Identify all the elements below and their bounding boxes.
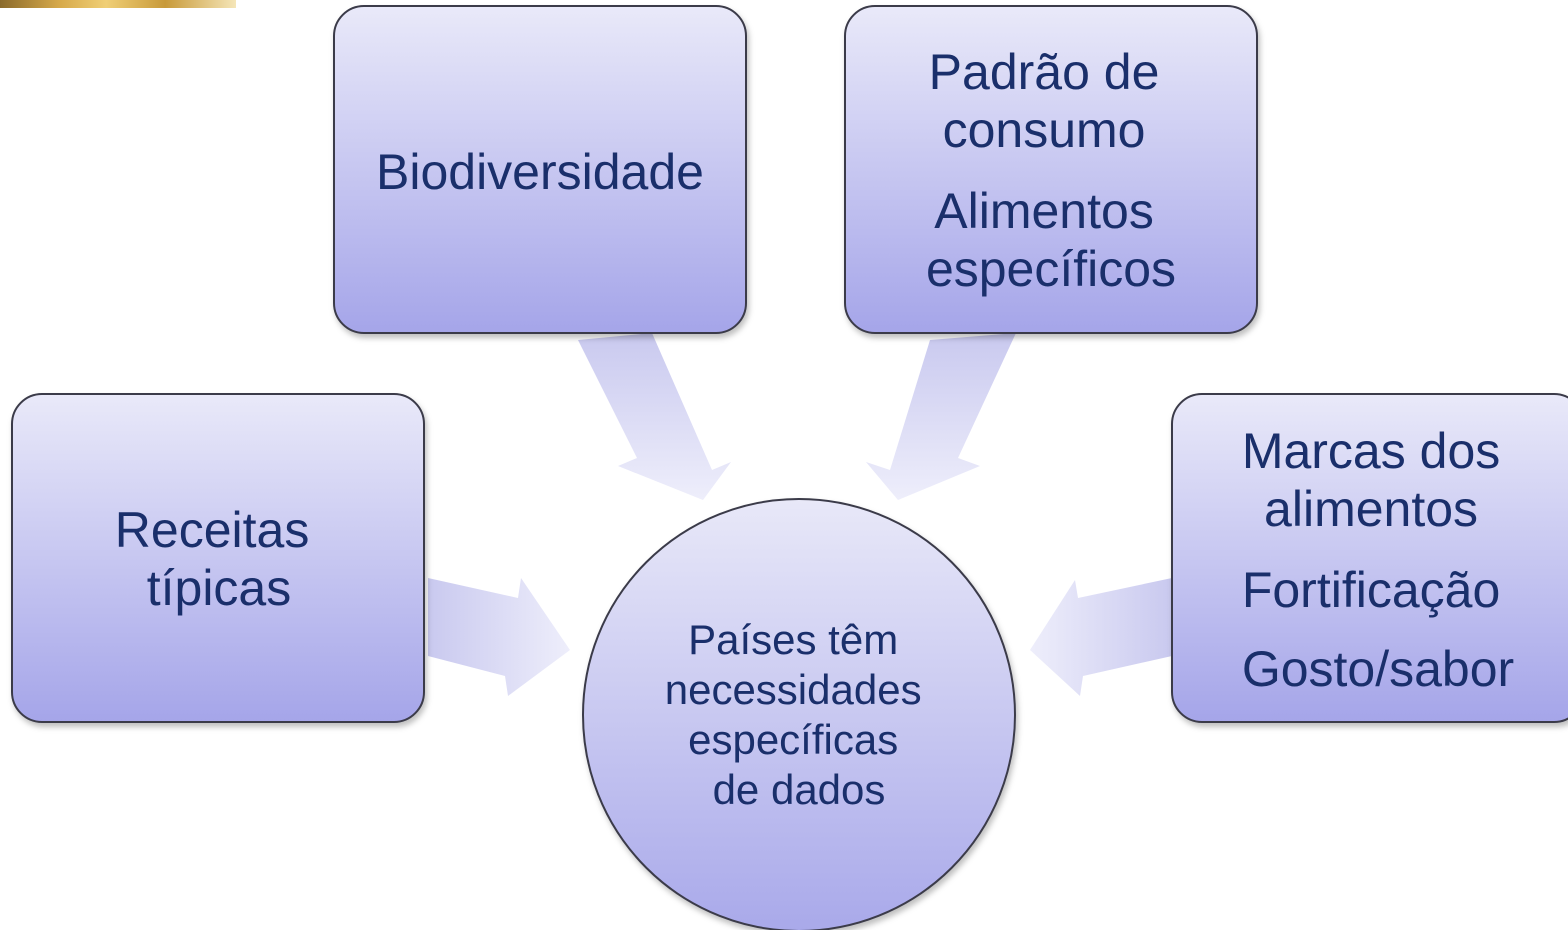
corner-photo bbox=[0, 0, 236, 8]
marcas-line-4: Gosto/sabor bbox=[1242, 641, 1514, 697]
receitas-line-2: típicas bbox=[147, 560, 292, 616]
arrow-biodiversidade-to-center bbox=[578, 333, 731, 500]
box-padrao-consumo bbox=[844, 5, 1258, 334]
biodiversidade-label: Biodiversidade bbox=[376, 144, 704, 200]
receitas-line-1: Receitas bbox=[115, 502, 310, 558]
arrow-padrao-to-center bbox=[866, 333, 1016, 500]
padrao-line-2: consumo bbox=[943, 102, 1146, 158]
box-marcas bbox=[1171, 393, 1568, 723]
marcas-line-2: alimentos bbox=[1264, 481, 1478, 537]
center-line-1: Países têm bbox=[688, 616, 898, 663]
center-line-2: necessidades bbox=[665, 666, 922, 713]
center-line-4: de dados bbox=[713, 766, 886, 813]
marcas-line-1: Marcas dos bbox=[1242, 423, 1500, 479]
box-receitas bbox=[11, 393, 425, 723]
box-biodiversidade bbox=[333, 5, 747, 334]
center-line-3: específicas bbox=[688, 716, 898, 763]
arrow-marcas-to-center bbox=[1030, 578, 1172, 696]
marcas-line-3: Fortificação bbox=[1242, 562, 1500, 618]
padrao-line-4: específicos bbox=[926, 241, 1176, 297]
center-label: Países têm necessidades específicas de d… bbox=[665, 616, 934, 813]
center-circle bbox=[582, 498, 1016, 930]
marcas-label: Marcas dos alimentos Fortificação Gosto/… bbox=[1242, 423, 1514, 697]
arrow-receitas-to-center bbox=[428, 578, 570, 696]
padrao-line-1: Padrão de bbox=[929, 44, 1160, 100]
padrao-line-3: Alimentos bbox=[934, 183, 1154, 239]
receitas-label: Receitas típicas bbox=[115, 502, 323, 616]
padrao-label: Padrão de consumo Alimentos específicos bbox=[926, 44, 1176, 297]
biodiversidade-line-1: Biodiversidade bbox=[376, 144, 704, 200]
